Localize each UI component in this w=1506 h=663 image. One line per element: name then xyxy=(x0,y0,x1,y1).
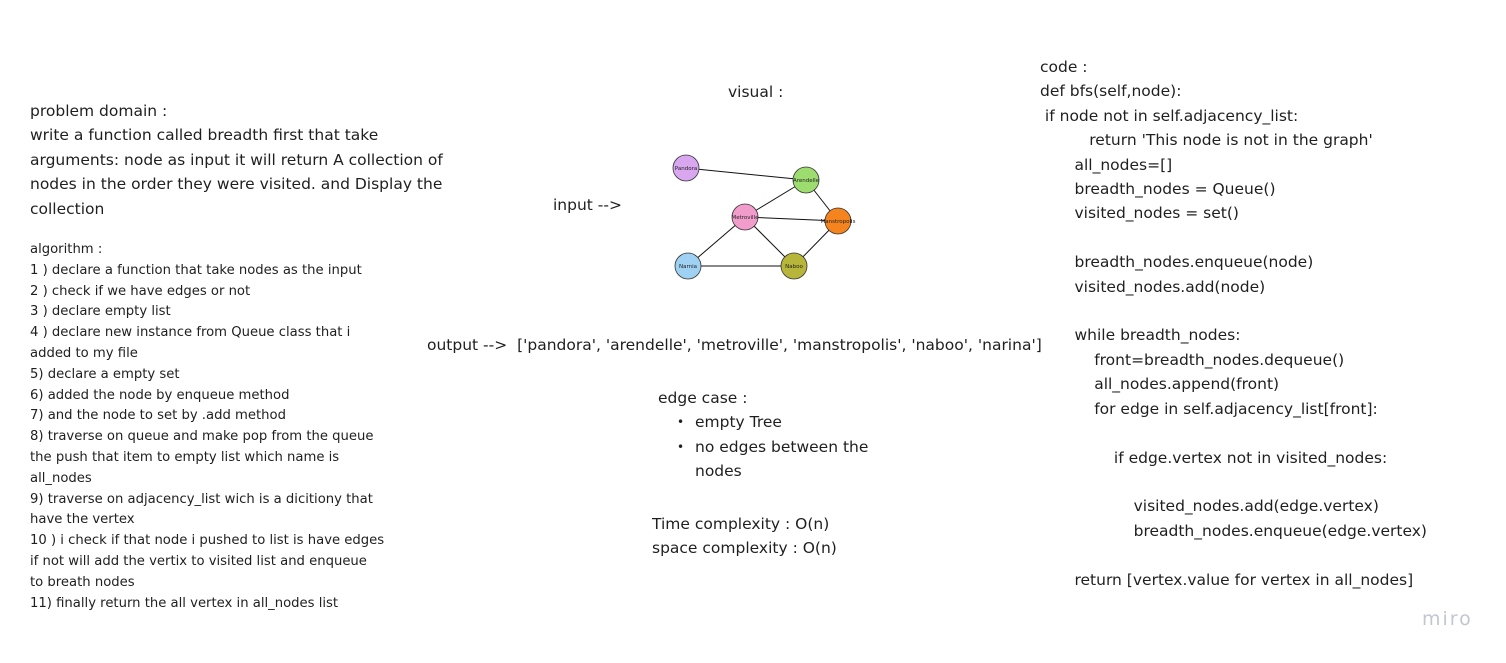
algorithm-section: algorithm : 1 ) declare a function that … xyxy=(30,240,410,614)
node-circle xyxy=(731,203,759,231)
miro-logo: miro xyxy=(1422,608,1473,630)
algorithm-step: the push that item to empty list which n… xyxy=(30,449,340,465)
node-circle xyxy=(792,166,820,194)
problem-domain-section: problem domain : write a function called… xyxy=(30,99,470,221)
code-line xyxy=(1040,470,1480,494)
code-line: visited_nodes.add(node) xyxy=(1040,277,1266,296)
space-complexity: space complexity : O(n) xyxy=(652,539,837,558)
algorithm-step: 3 ) declare empty list xyxy=(30,304,171,320)
edge-case-text: no edges between the xyxy=(695,437,869,456)
algorithm-step: 1 ) declare a function that take nodes a… xyxy=(30,262,362,278)
problem-domain-line: collection xyxy=(30,199,105,218)
code-line: front=breadth_nodes.dequeue() xyxy=(1040,350,1345,369)
code-line: def bfs(self,node): xyxy=(1040,82,1182,101)
code-line xyxy=(1040,421,1480,445)
node-label: Pandora xyxy=(675,166,697,172)
algorithm-step: if not will add the vertix to visited li… xyxy=(30,553,367,569)
code-line: return 'This node is not in the graph' xyxy=(1040,131,1373,150)
code-line: visited_nodes.add(edge.vertex) xyxy=(1040,497,1379,516)
graph-node-pandora: Pandora xyxy=(672,154,700,182)
complexity-section: Time complexity : O(n) space complexity … xyxy=(652,512,837,561)
edge-case-text: nodes xyxy=(695,462,742,481)
graph-node-arendelle: Arendelle xyxy=(792,166,820,194)
graph-node-narnia: Narnia xyxy=(674,252,702,280)
algorithm-step: 6) added the node by enqueue method xyxy=(30,387,290,403)
node-label: Narnia xyxy=(679,264,697,270)
node-circle xyxy=(674,252,702,280)
node-circle xyxy=(672,154,700,182)
output-line: output --> ['pandora', 'arendelle', 'met… xyxy=(427,336,1042,354)
edge-case-heading: edge case : xyxy=(658,389,748,407)
graph-node-naboo: Naboo xyxy=(780,252,808,280)
algorithm-heading: algorithm : xyxy=(30,242,103,257)
graph-diagram: Pandora Arendelle Metroville Manstropoli… xyxy=(672,154,856,280)
code-line: if edge.vertex not in visited_nodes: xyxy=(1040,448,1388,467)
algorithm-step: 5) declare a empty set xyxy=(30,366,180,382)
input-label: input --> xyxy=(553,196,622,214)
problem-domain-line: write a function called breadth first th… xyxy=(30,126,379,145)
node-label: Arendelle xyxy=(793,178,820,184)
edge-pandora-arendelle xyxy=(685,167,807,181)
algorithm-step: added to my file xyxy=(30,345,138,361)
node-circle xyxy=(780,252,808,280)
algorithm-step: to breath nodes xyxy=(30,574,135,590)
algorithm-step: 9) traverse on adjacency_list wich is a … xyxy=(30,491,373,507)
edge-case-list: • empty Tree • no edges between the node… xyxy=(658,410,898,483)
algorithm-step: 4 ) declare new instance from Queue clas… xyxy=(30,325,351,341)
bullet-icon: • xyxy=(677,415,685,430)
edge-case-text: empty Tree xyxy=(695,413,782,432)
code-section: code : def bfs(self,node): if node not i… xyxy=(1040,55,1480,592)
algorithm-step: all_nodes xyxy=(30,470,92,486)
code-line: visited_nodes = set() xyxy=(1040,204,1239,223)
code-line xyxy=(1040,543,1480,567)
algorithm-step: have the vertex xyxy=(30,512,135,528)
problem-domain-line: arguments: node as input it will return … xyxy=(30,150,443,169)
code-line: if node not in self.adjacency_list: xyxy=(1040,106,1299,125)
time-complexity: Time complexity : O(n) xyxy=(652,515,830,533)
edge-case-section: edge case : • empty Tree • no edges betw… xyxy=(658,386,898,484)
graph-node-manstropolis: Manstropolis xyxy=(821,207,856,235)
code-line: breadth_nodes.enqueue(edge.vertex) xyxy=(1040,521,1427,540)
problem-domain-heading: problem domain : xyxy=(30,102,168,120)
graph-node-metroville: Metroville xyxy=(731,203,759,231)
code-line: all_nodes=[] xyxy=(1040,155,1173,174)
problem-domain-line: nodes in the order they were visited. an… xyxy=(30,175,443,194)
code-line: while breadth_nodes: xyxy=(1040,326,1241,345)
code-line xyxy=(1040,226,1480,250)
node-label: Metroville xyxy=(731,215,759,221)
edge-case-item: • no edges between the nodes xyxy=(658,435,898,484)
code-line: return [vertex.value for vertex in all_n… xyxy=(1040,570,1414,589)
edge-case-item: • empty Tree xyxy=(658,410,898,434)
node-circle xyxy=(824,207,852,235)
code-line: for edge in self.adjacency_list[front]: xyxy=(1040,399,1378,418)
code-line: breadth_nodes = Queue() xyxy=(1040,180,1276,199)
algorithm-step: 7) and the node to set by .add method xyxy=(30,408,286,424)
algorithm-step: 11) finally return the all vertex in all… xyxy=(30,595,339,611)
bullet-icon: • xyxy=(677,439,685,454)
code-line: breadth_nodes.enqueue(node) xyxy=(1040,253,1314,272)
algorithm-step: 10 ) i check if that node i pushed to li… xyxy=(30,533,385,549)
code-line: code : xyxy=(1040,58,1088,76)
algorithm-step: 8) traverse on queue and make pop from t… xyxy=(30,429,374,445)
node-label: Naboo xyxy=(785,264,803,270)
edge-metroville-manstropolis xyxy=(744,216,839,222)
code-line xyxy=(1040,299,1480,323)
visual-label: visual : xyxy=(728,83,784,101)
code-line: all_nodes.append(front) xyxy=(1040,375,1280,394)
node-label: Manstropolis xyxy=(821,219,856,225)
algorithm-step: 2 ) check if we have edges or not xyxy=(30,283,251,299)
